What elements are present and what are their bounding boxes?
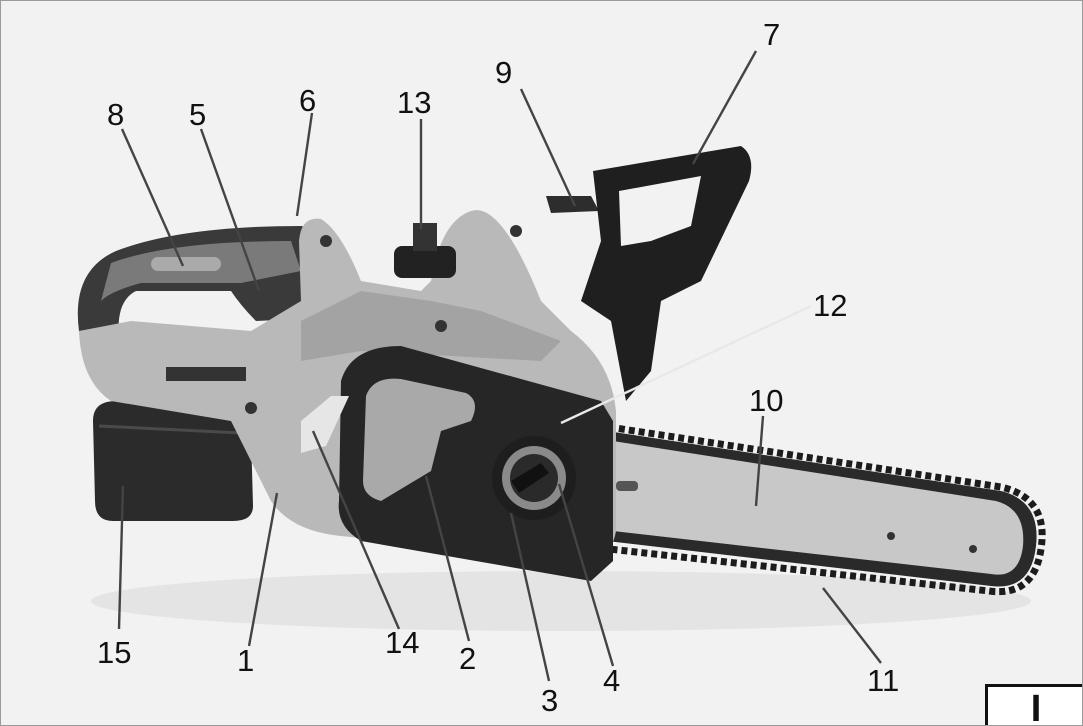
chain-cover xyxy=(338,346,613,581)
oil-tank-cap xyxy=(394,223,456,278)
callout-2: 2 xyxy=(459,641,476,676)
callout-9: 9 xyxy=(495,55,512,90)
callout-13: 13 xyxy=(397,85,431,120)
callout-15: 15 xyxy=(97,635,131,670)
callout-4: 4 xyxy=(603,663,620,698)
front-handle xyxy=(546,146,752,401)
battery-pack xyxy=(93,401,253,521)
callout-14: 14 xyxy=(385,625,419,660)
callout-11: 11 xyxy=(867,663,899,698)
callout-8: 8 xyxy=(107,97,124,132)
floor-shadow xyxy=(91,571,1031,631)
figure-number-box: I xyxy=(985,684,1082,726)
callout-6: 6 xyxy=(299,83,316,118)
callout-12: 12 xyxy=(813,288,847,323)
brand-label xyxy=(166,367,246,381)
leader-lines xyxy=(117,50,882,682)
callout-1: 1 xyxy=(237,643,254,678)
callout-10: 10 xyxy=(749,383,783,418)
chain-tension-knob xyxy=(492,436,576,520)
rear-handle xyxy=(77,226,331,371)
callout-5: 5 xyxy=(189,97,206,132)
guide-bar xyxy=(607,431,1037,587)
figure-number: I xyxy=(1030,688,1042,726)
callout-3: 3 xyxy=(541,683,558,718)
callout-7: 7 xyxy=(763,17,780,52)
callout-labels: 8 5 6 13 9 7 12 10 11 15 1 14 2 3 4 xyxy=(97,17,899,718)
oil-level-window xyxy=(301,396,349,453)
